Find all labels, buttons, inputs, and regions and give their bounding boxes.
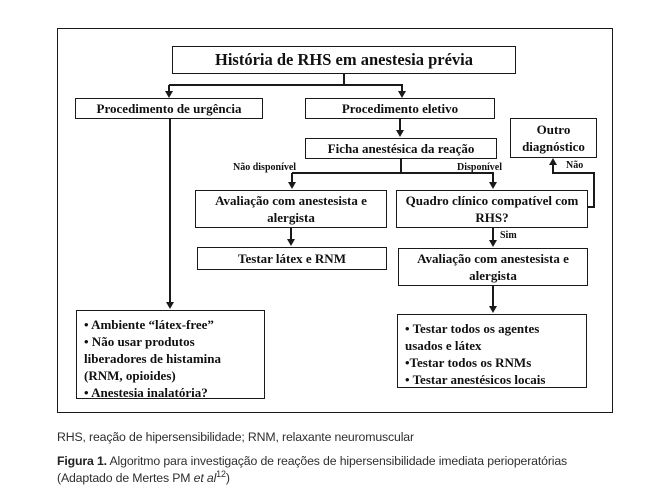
bullet-item: • Não usar produtos liberadores de hista… (84, 334, 221, 383)
arrowhead-to-quadro (488, 182, 497, 189)
node-procedimento-urgencia: Procedimento de urgência (75, 98, 263, 119)
caption-figure-label: Figura 1. (57, 454, 107, 468)
node-procedimento-eletivo: Procedimento eletivo (305, 98, 495, 119)
caption-adapted-etal: et al (193, 471, 217, 485)
arrowhead-to-acoes-urgencia (165, 302, 174, 309)
caption-adapted: (Adaptado de Mertes PM et al12) (57, 468, 230, 486)
caption-figure-text: Algoritmo para investigação de reações d… (106, 454, 568, 468)
arrowhead-to-avaliacao-esquerda (287, 182, 296, 189)
node-acoes-eletivo: • Testar todos os agentes usados e látex… (397, 314, 587, 388)
connector-urgencia-to-acoes (169, 119, 171, 304)
node-outro-label: Outro diagnóstico (522, 122, 585, 154)
node-eletivo-label: Procedimento eletivo (341, 101, 459, 116)
bullet-item: • Ambiente “látex-free” (84, 317, 214, 332)
node-ficha-anestesica: Ficha anestésica da reação (305, 138, 497, 159)
connector-historia-split (168, 84, 403, 86)
caption-abbreviations: RHS, reação de hipersensibilidade; RNM, … (57, 430, 414, 444)
arrowhead-to-ficha (395, 130, 404, 137)
bullet-item: • Testar anestésicos locais (405, 372, 546, 387)
node-quadro-clinico-label: Quadro clínico compatível com RHS? (405, 193, 579, 225)
connector-ficha-split (291, 172, 494, 174)
connector-nao-across (552, 172, 595, 174)
arrowhead-to-avaliacao-direita (488, 240, 497, 247)
connector-historia-stem (343, 73, 345, 86)
arrowhead-to-eletivo (397, 91, 406, 98)
node-avaliacao-direita-label: Avaliação com anestesista e alergista (417, 251, 569, 283)
caption-figure: Figura 1. Algoritmo para investigação de… (57, 453, 622, 469)
connector-ficha-stem (400, 158, 402, 173)
edge-label-sim: Sim (500, 230, 517, 241)
node-avaliacao-direita: Avaliação com anestesista e alergista (398, 248, 588, 286)
node-quadro-clinico: Quadro clínico compatível com RHS? (396, 190, 588, 228)
arrowhead-to-acoes-eletivo (488, 306, 497, 313)
connector-nao-to-outro (552, 163, 554, 174)
node-testar-latex-label: Testar látex e RNM (238, 251, 346, 266)
edge-label-nao-disponivel: Não disponível (233, 162, 297, 173)
connector-eletivo-to-ficha (399, 119, 401, 132)
connector-nao-out (588, 206, 595, 208)
connector-quadro-sim (492, 228, 494, 241)
connector-split-to-eletivo (401, 85, 403, 93)
node-testar-latex: Testar látex e RNM (197, 247, 387, 270)
edge-label-disponivel: Disponível (457, 162, 503, 173)
connector-split-to-urgencia (168, 85, 170, 93)
edge-label-nao: Não (566, 160, 584, 171)
node-avaliacao-esquerda: Avaliação com anestesista e alergista (195, 190, 387, 228)
connector-avaliacao-to-acoes-eletivo (492, 286, 494, 307)
bullet-item: •Testar todos os RNMs (405, 355, 532, 370)
bullet-item: • Testar todos os agentes usados e látex (405, 321, 540, 353)
arrowhead-to-outro-diagnostico (548, 158, 557, 165)
connector-split-to-avaliacao-esquerda (291, 173, 293, 183)
node-outro-diagnostico: Outro diagnóstico (510, 118, 597, 158)
caption-adapted-ref: 12 (216, 468, 226, 479)
connector-nao-up (593, 172, 595, 208)
connector-split-to-quadro (492, 173, 494, 183)
caption-adapted-suffix: ) (225, 471, 230, 485)
node-historia-rhs: História de RHS em anestesia prévia (172, 46, 516, 74)
arrowhead-to-urgencia (164, 91, 173, 98)
connector-avaliacao-to-testar (290, 228, 292, 240)
bullet-item: • Anestesia inalatória? (84, 385, 208, 400)
node-ficha-label: Ficha anestésica da reação (327, 141, 475, 156)
arrowhead-to-testar-latex (286, 239, 295, 246)
caption-adapted-prefix: (Adaptado de Mertes PM (57, 471, 194, 485)
node-urgencia-label: Procedimento de urgência (96, 101, 242, 116)
node-historia-label: História de RHS em anestesia prévia (214, 50, 473, 69)
node-acoes-urgencia: • Ambiente “látex-free” • Não usar produ… (76, 310, 265, 400)
node-avaliacao-esquerda-label: Avaliação com anestesista e alergista (215, 193, 367, 225)
